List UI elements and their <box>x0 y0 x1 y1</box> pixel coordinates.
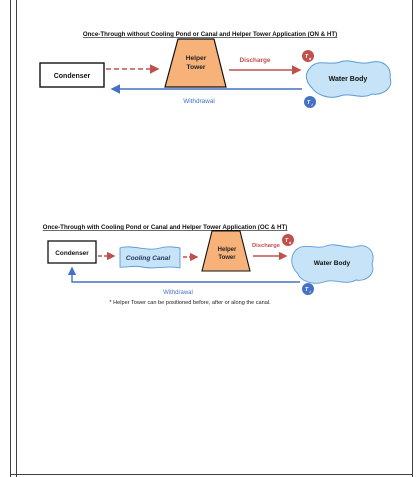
diagram-2-title: Once-Through with Cooling Pond or Canal … <box>43 224 288 231</box>
condenser-label: Condenser <box>54 73 91 80</box>
helper-tower-label-line2: Tower <box>187 64 206 71</box>
water-body-label: Water Body <box>329 76 368 83</box>
withdrawal-temperature-badge-2 <box>302 283 314 295</box>
cooling-canal-label: Cooling Canal <box>126 255 170 262</box>
discharge-temperature-badge-sub: d <box>309 57 312 61</box>
water-body-label-2: Water Body <box>314 260 351 267</box>
withdrawal-label-2: Withdrawal <box>163 290 193 296</box>
page-bottom-border <box>10 474 413 475</box>
discharge-temperature-badge-2-sub: d <box>289 241 292 245</box>
withdrawal-temperature-badge-text: T <box>307 100 311 106</box>
withdrawal-temperature-badge-2-text: T <box>305 287 309 293</box>
discharge-temperature-badge-2 <box>282 234 294 246</box>
condenser-box <box>39 62 105 88</box>
diagram-2: Once-Through with Cooling Pond or Canal … <box>43 224 374 306</box>
page-left-margin <box>10 0 17 477</box>
water-body-shape-2 <box>291 244 374 284</box>
discharge-label: Discharge <box>240 57 271 64</box>
condenser-box-2 <box>47 240 97 264</box>
diagram-1: Once-Through without Cooling Pond or Can… <box>39 31 392 108</box>
helper-tower-shape-2 <box>201 230 251 272</box>
helper-tower-label-line1: Helper <box>186 55 207 62</box>
helper-tower-shape <box>164 38 227 88</box>
withdrawal-temperature-badge <box>304 96 316 108</box>
withdrawal-label: Withdrawal <box>183 98 215 105</box>
withdrawal-temperature-badge-sub: i <box>311 103 313 107</box>
discharge-temperature-badge <box>302 50 314 62</box>
helper-tower-2-label-line1: Helper <box>218 247 237 253</box>
discharge-temperature-badge-2-text: T <box>285 238 289 244</box>
condenser-label-2: Condenser <box>55 250 89 257</box>
helper-tower-2-label-line2: Tower <box>218 255 236 261</box>
discharge-label-2: Discharge <box>252 243 281 249</box>
water-body-shape <box>305 60 392 98</box>
withdrawal-temperature-badge-2-sub: i <box>309 290 311 294</box>
withdrawal-arrow-2 <box>67 266 300 283</box>
diagram-1-title: Once-Through without Cooling Pond or Can… <box>83 31 337 38</box>
helper-tower-position-note: * Helper Tower can be positioned before,… <box>109 300 271 306</box>
cooling-canal-shape <box>119 246 181 269</box>
page-right-border <box>412 0 413 477</box>
discharge-temperature-badge-text: T <box>305 54 309 60</box>
